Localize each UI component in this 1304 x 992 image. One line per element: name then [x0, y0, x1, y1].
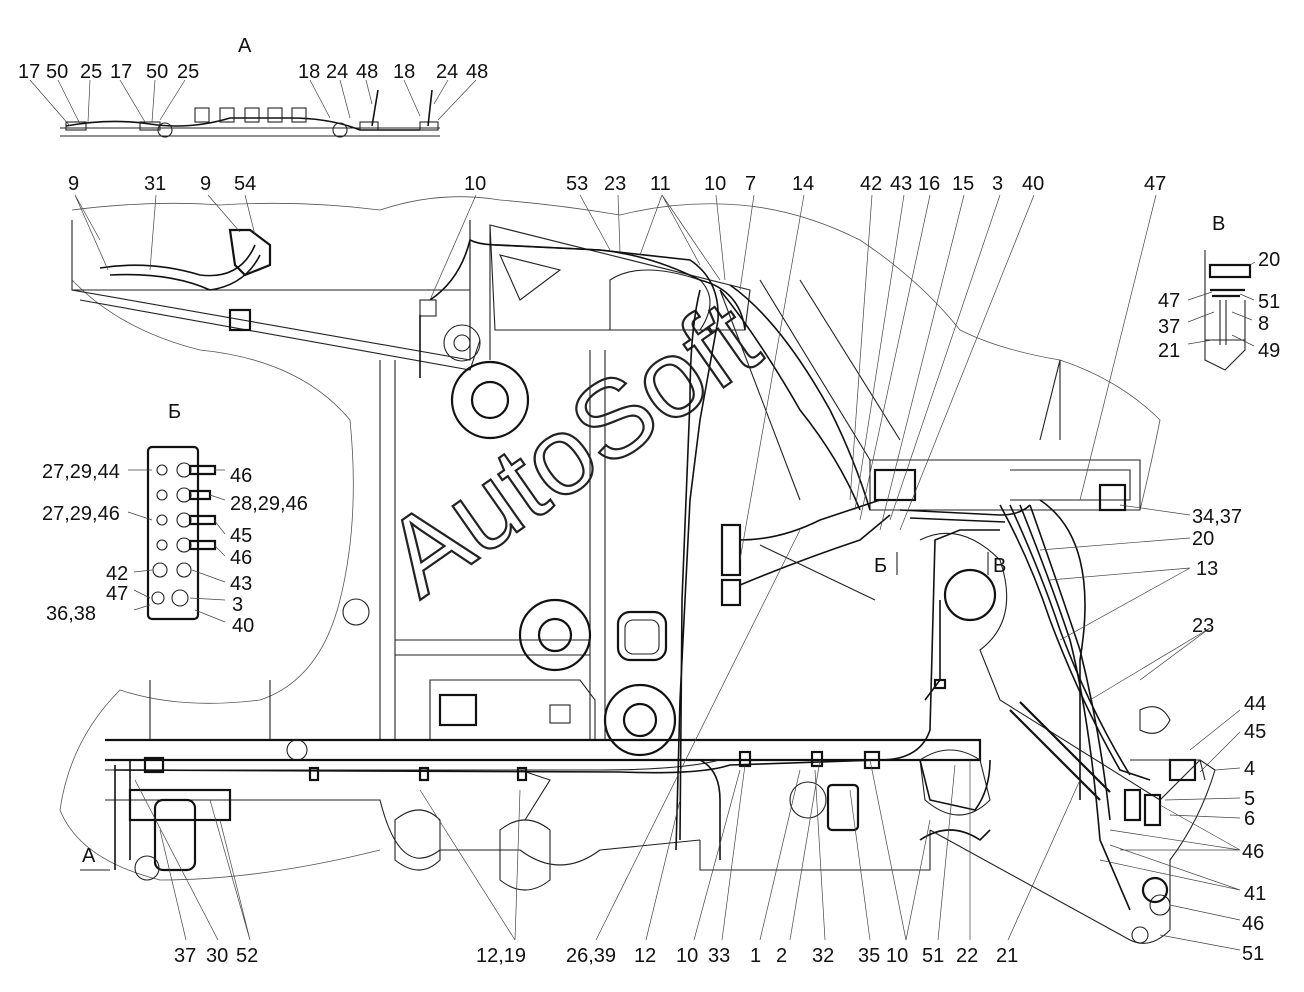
bottom-label-4: 12,19: [476, 945, 526, 967]
section-a-marker: А: [82, 845, 96, 867]
bottom-label-10: 2: [776, 945, 787, 967]
view-b-label-4: 27,29,46: [42, 503, 120, 525]
right-label-2: 20: [1192, 528, 1214, 550]
top-label-11: 14: [792, 173, 814, 195]
bottom-label-2: 30: [206, 945, 228, 967]
view-b-label-1: 27,29,44: [42, 461, 120, 483]
view-a-label-11: 24: [436, 61, 458, 83]
view-a-label-1: 17: [18, 61, 40, 83]
view-b-label-12: 40: [232, 615, 254, 637]
view-b-label-11: 36,38: [46, 603, 96, 625]
view-a-label-8: 24: [326, 61, 348, 83]
bottom-label-1: 37: [174, 945, 196, 967]
right-label-10: 46: [1242, 841, 1264, 863]
view-a-label-6: 25: [177, 61, 199, 83]
right-label-4: 23: [1192, 615, 1214, 637]
view-b-label-7: 42: [106, 563, 128, 585]
view-b-detail: Б 27,29,44 46 28,29,46 27,29,46 45 46 42…: [42, 401, 308, 637]
bottom-label-14: 51: [922, 945, 944, 967]
view-v-detail: В 20 47 51 37 8 21 49: [1158, 213, 1280, 371]
top-callouts: 9 31 9 54 10 53 23 11 10 7 14 42 43 16 1…: [68, 173, 1166, 561]
view-v-title: В: [1212, 213, 1225, 235]
view-b-label-10: 3: [232, 594, 243, 616]
view-b-label-5: 45: [230, 525, 252, 547]
top-label-12: 42: [860, 173, 882, 195]
top-label-14: 16: [918, 173, 940, 195]
bottom-label-3: 52: [236, 945, 258, 967]
view-v-label-1: 20: [1258, 249, 1280, 271]
view-a-label-7: 18: [298, 61, 320, 83]
bottom-label-6: 12: [634, 945, 656, 967]
bottom-label-16: 21: [996, 945, 1018, 967]
right-label-1: 34,37: [1192, 506, 1242, 528]
top-label-9: 10: [704, 173, 726, 195]
view-a-label-2: 50: [46, 61, 68, 83]
right-label-12: 46: [1242, 913, 1264, 935]
top-label-5: 10: [464, 173, 486, 195]
right-label-3: 13: [1196, 558, 1218, 580]
right-label-6: 45: [1244, 721, 1266, 743]
view-a-label-3: 25: [80, 61, 102, 83]
top-label-16: 3: [992, 173, 1003, 195]
view-b-label-3: 28,29,46: [230, 493, 308, 515]
hydraulic-hoses: [99, 228, 1206, 911]
view-v-label-4: 37: [1158, 316, 1180, 338]
top-label-17: 40: [1022, 173, 1044, 195]
right-label-8: 5: [1244, 788, 1255, 810]
bottom-label-15: 22: [956, 945, 978, 967]
top-label-4: 54: [234, 173, 256, 195]
right-label-11: 41: [1244, 883, 1266, 905]
top-label-10: 7: [745, 173, 756, 195]
top-label-2: 31: [144, 173, 166, 195]
view-v-label-6: 21: [1158, 340, 1180, 362]
view-a-label-9: 48: [356, 61, 378, 83]
top-label-6: 53: [566, 173, 588, 195]
bottom-callouts: 37 30 52 12,19 26,39 12 10 33 1 2 32 35 …: [134, 529, 1081, 967]
view-v-label-2: 47: [1158, 290, 1180, 312]
top-label-3: 9: [200, 173, 211, 195]
section-b-marker: Б: [874, 555, 887, 577]
section-v-marker: В: [993, 555, 1006, 577]
view-v-label-5: 8: [1258, 313, 1269, 335]
bottom-label-7: 10: [676, 945, 698, 967]
top-label-8: 11: [650, 173, 671, 195]
view-b-title: Б: [168, 401, 181, 423]
bottom-label-12: 35: [858, 945, 880, 967]
view-b-label-6: 46: [230, 547, 252, 569]
view-b-label-8: 43: [230, 573, 252, 595]
view-a-label-12: 48: [466, 61, 488, 83]
top-label-7: 23: [604, 173, 626, 195]
view-a-detail: А 17 50 25 17 50 25 18 24 48 18 24 48: [18, 35, 488, 138]
view-a-label-5: 50: [146, 61, 168, 83]
view-a-label-4: 17: [110, 61, 132, 83]
view-b-label-9: 47: [106, 583, 128, 605]
tractor-frame: [59, 196, 1216, 944]
top-label-15: 15: [952, 173, 974, 195]
view-a-title: А: [238, 35, 252, 57]
top-label-18: 47: [1144, 173, 1166, 195]
right-label-5: 44: [1244, 693, 1266, 715]
view-a-label-10: 18: [393, 61, 415, 83]
view-b-label-2: 46: [230, 465, 252, 487]
bottom-label-13: 10: [886, 945, 908, 967]
right-label-9: 6: [1244, 808, 1255, 830]
view-v-label-3: 51: [1258, 291, 1280, 313]
top-label-13: 43: [890, 173, 912, 195]
view-v-label-7: 49: [1258, 340, 1280, 362]
right-callouts: 34,37 20 13 23 44 45 4 5 6 46 41 46 51: [1039, 504, 1266, 965]
right-label-13: 51: [1242, 943, 1264, 965]
bottom-label-8: 33: [708, 945, 730, 967]
bottom-label-5: 26,39: [566, 945, 616, 967]
top-label-1: 9: [68, 173, 79, 195]
bottom-label-9: 1: [750, 945, 761, 967]
right-label-7: 4: [1244, 758, 1255, 780]
section-markers: А Б В: [80, 552, 1006, 871]
bottom-label-11: 32: [812, 945, 834, 967]
